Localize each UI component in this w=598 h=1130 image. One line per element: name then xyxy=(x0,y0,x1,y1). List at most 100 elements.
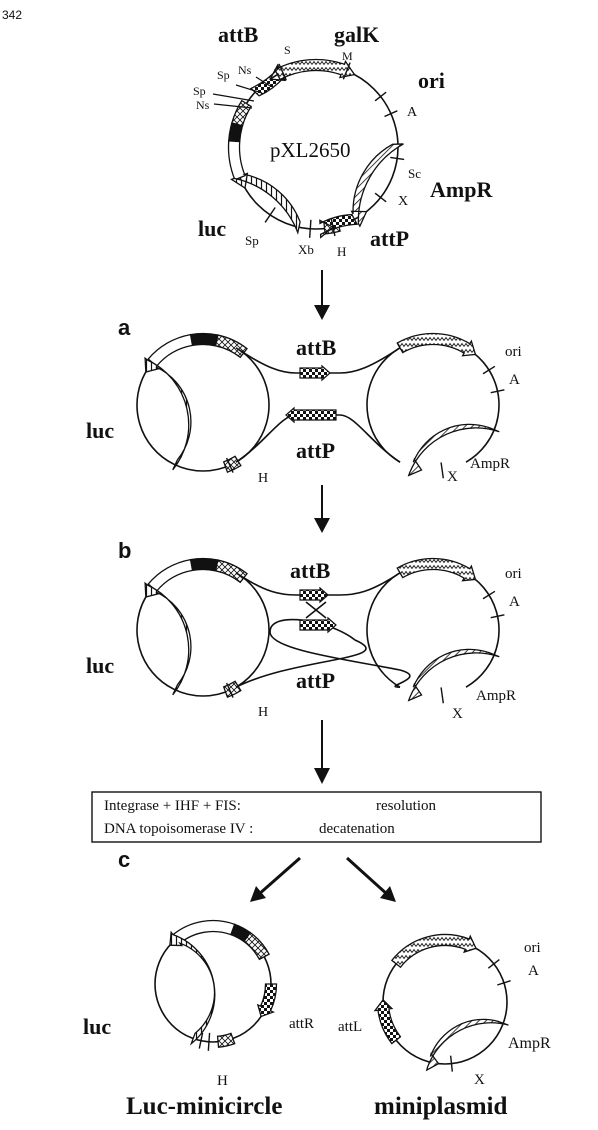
label-Sp-bottom: Sp xyxy=(245,233,259,248)
minicircle-site-tick-sp xyxy=(198,1032,204,1049)
site-tick-X xyxy=(440,462,444,479)
label-Ns-upper: Ns xyxy=(238,63,252,77)
minicircle-label-H: H xyxy=(217,1073,228,1089)
miniplasmid-label-A: A xyxy=(528,963,539,979)
galk-gene xyxy=(274,58,356,81)
attp-site xyxy=(285,406,337,424)
attb-site xyxy=(299,364,331,382)
site-tick-A xyxy=(384,110,398,118)
left-white-block xyxy=(147,558,194,593)
plasmid-name: pXL2650 xyxy=(270,138,351,162)
box-line1-right: resolution xyxy=(376,798,436,814)
site-tick-A xyxy=(490,614,505,619)
label-attB: attB xyxy=(218,22,259,47)
site-tick-X xyxy=(440,687,444,704)
attp-loop-strand xyxy=(235,618,411,688)
page-number: 342 xyxy=(2,8,22,22)
site-tick-ori xyxy=(482,365,496,375)
site-tick-ori xyxy=(482,590,496,600)
miniplasmid-site-tick-ori xyxy=(487,958,500,969)
minicircle-attr-site xyxy=(256,983,278,1018)
label-Sp-lower: Sp xyxy=(193,84,206,98)
site-tick-M xyxy=(342,62,351,80)
panel-a-label-attP: attP xyxy=(296,438,335,463)
site-tick-ori xyxy=(374,91,387,102)
left-black-block xyxy=(189,332,219,347)
flow-arrow-1 xyxy=(314,270,330,320)
site-tick-H xyxy=(330,218,336,237)
minicircle-site-tick-H xyxy=(207,1032,211,1051)
white-block-upper xyxy=(231,99,253,127)
panel-b-label-AmpR: AmpR xyxy=(476,688,516,704)
flow-arrow-right xyxy=(345,856,396,902)
label-X: X xyxy=(398,194,408,209)
panel-a-label-ori: ori xyxy=(505,344,522,360)
flow-arrow-2 xyxy=(314,485,330,533)
left-cross-block xyxy=(214,334,248,359)
ampr-gene xyxy=(407,648,500,702)
minicircle-label-luc: luc xyxy=(83,1014,111,1039)
luc-gene xyxy=(144,581,192,696)
flow-arrow-left xyxy=(250,856,301,902)
minicircle-label-attR: attR xyxy=(289,1016,314,1032)
panel-a-label-X: X xyxy=(447,469,458,485)
panel-a-figure-eight xyxy=(136,332,505,479)
panel-b-label-luc: luc xyxy=(86,653,114,678)
plasmid-pxl2650 xyxy=(227,58,405,239)
label-H: H xyxy=(337,244,346,259)
right-circle-arc xyxy=(366,563,500,688)
luc-gene xyxy=(144,356,192,471)
attb-site xyxy=(299,586,329,604)
minicircle-cross-block xyxy=(242,931,270,961)
ampr-gene xyxy=(407,423,500,477)
label-Ns-lower: Ns xyxy=(196,98,210,112)
label-ori: ori xyxy=(418,68,445,93)
label-AmpR: AmpR xyxy=(430,177,493,202)
label-S: S xyxy=(284,43,291,57)
minicircle-luc-gene xyxy=(169,930,216,1046)
right-circle-arc xyxy=(366,338,500,463)
panel-c-products xyxy=(154,919,511,1072)
label-Sp-upper: Sp xyxy=(217,68,230,82)
panel-a-label-H: H xyxy=(258,471,268,486)
ampr-gene xyxy=(350,143,404,228)
label-galK: galK xyxy=(334,22,379,47)
panel-a-label-luc: luc xyxy=(86,418,114,443)
box-line2-left: DNA topoisomerase IV : xyxy=(104,821,253,837)
panel-c-letter: c xyxy=(118,847,130,872)
galk-gene xyxy=(396,332,477,357)
site-tick-Sp xyxy=(264,207,276,223)
leader-Ns-upper xyxy=(255,76,271,87)
miniplasmid-ampr-gene xyxy=(425,1018,509,1072)
panel-a-label-A: A xyxy=(509,372,520,388)
left-black-block xyxy=(189,557,219,572)
site-tick-H xyxy=(225,457,234,473)
label-M: M xyxy=(342,49,353,63)
left-white-block xyxy=(147,333,194,368)
flow-arrow-3 xyxy=(314,720,330,784)
attb-site xyxy=(249,63,287,97)
site-tick-A xyxy=(490,389,505,394)
panel-b-label-ori: ori xyxy=(505,566,522,582)
miniplasmid-galk-gene xyxy=(390,933,477,969)
site-tick-Xb xyxy=(308,219,312,238)
panel-b-synapsis xyxy=(136,557,505,704)
miniplasmid-label-AmpR: AmpR xyxy=(508,1035,551,1052)
site-tick-X xyxy=(374,192,387,203)
miniplasmid-label-X: X xyxy=(474,1072,485,1088)
label-A: A xyxy=(407,105,418,120)
miniplasmid-site-tick-X xyxy=(449,1055,454,1072)
miniplasmid-label-attL: attL xyxy=(338,1019,362,1035)
minicircle-title: Luc-minicircle xyxy=(126,1093,282,1120)
panel-a-label-attB: attB xyxy=(296,335,337,360)
label-Xb: Xb xyxy=(298,242,314,257)
label-attP: attP xyxy=(370,226,409,251)
panel-b-label-X: X xyxy=(452,706,463,722)
left-circle-arc xyxy=(136,572,270,697)
attp-site xyxy=(299,616,337,634)
luc-gene xyxy=(230,172,301,235)
panel-b-label-attP: attP xyxy=(296,668,335,693)
label-luc: luc xyxy=(198,216,226,241)
panel-b-label-attB: attB xyxy=(290,558,331,583)
